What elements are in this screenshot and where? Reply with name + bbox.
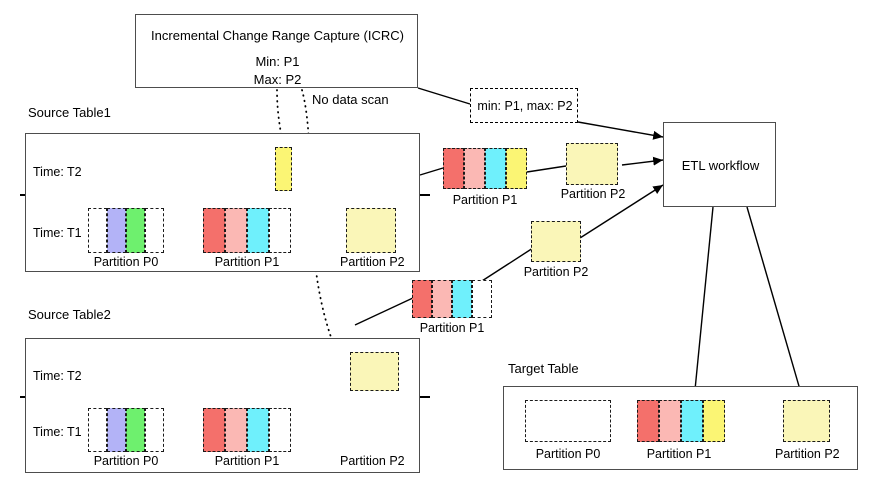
st1-t1-p1-cells [203, 208, 291, 253]
st1-t1-p2-label: Partition P2 [340, 255, 405, 269]
st2-t2-delta-cells [350, 352, 399, 391]
source-table1-label: Source Table1 [28, 105, 111, 120]
partition-cell [225, 408, 247, 452]
partition-cell [783, 400, 830, 442]
arrow-etl-to-target-p1 [690, 206, 714, 401]
st1-t1-p0-label: Partition P0 [93, 255, 159, 269]
partition-cell [485, 148, 506, 189]
mid-top-p1-label: Partition P1 [452, 193, 518, 207]
partition-cell [464, 148, 485, 189]
target-p2-label: Partition P2 [775, 447, 840, 461]
st2-time-t2-label: Time: T2 [33, 369, 82, 383]
etl-workflow-box[interactable]: ETL workflow [663, 122, 776, 207]
icrc-min: Min: P1 [255, 54, 300, 69]
arrow-note-to-etl [577, 121, 664, 140]
partition-cell [637, 400, 659, 442]
partition-cell [269, 408, 291, 452]
partition-cell [225, 208, 247, 253]
st1-t1-p0-cells [88, 208, 164, 253]
partition-cell [247, 408, 269, 452]
mid-bottom-p2-cells [531, 221, 581, 262]
target-p0-cells [525, 400, 611, 442]
arrow-etl-to-target-p2 [746, 206, 805, 401]
partition-cell [443, 148, 464, 189]
partition-cell [350, 352, 399, 391]
st1-time-t2-label: Time: T2 [33, 165, 82, 179]
link-icrc-to-note [417, 87, 471, 105]
mid-top-p1-cells [443, 148, 527, 189]
partition-cell [472, 280, 492, 318]
partition-cell [247, 208, 269, 253]
partition-cell [203, 208, 225, 253]
link-st2-to-mid-bottom-p1 [354, 296, 416, 326]
minmax-note-text: min: P1, max: P2 [477, 99, 573, 113]
partition-cell [126, 408, 145, 452]
no-data-scan-label: No data scan [312, 92, 389, 107]
partition-cell [203, 408, 225, 452]
partition-cell [531, 221, 581, 262]
partition-cell [269, 208, 291, 253]
partition-cell [107, 408, 126, 452]
partition-cell [412, 280, 432, 318]
mid-bottom-p1-cells [412, 280, 492, 318]
source-table2-label: Source Table2 [28, 307, 111, 322]
partition-cell [452, 280, 472, 318]
st2-t1-p0-cells [88, 408, 164, 452]
partition-cell [703, 400, 725, 442]
st2-t1-p1-cells [203, 408, 291, 452]
partition-cell [506, 148, 527, 189]
partition-cell [275, 147, 292, 191]
partition-cell [88, 408, 107, 452]
arrow-mid-p2-to-etl [621, 156, 664, 166]
partition-cell [525, 400, 611, 442]
mid-bottom-p1-label: Partition P1 [419, 321, 485, 335]
partition-cell [346, 208, 396, 253]
partition-cell [566, 143, 618, 185]
partition-cell [107, 208, 126, 253]
partition-cell [145, 408, 164, 452]
link-mid-p1-to-mid-p2 [526, 165, 567, 173]
partition-cell [145, 208, 164, 253]
st1-t1-p1-label: Partition P1 [214, 255, 280, 269]
partition-cell [659, 400, 681, 442]
st1-t2-delta-cells [275, 147, 292, 191]
target-p1-label: Partition P1 [646, 447, 712, 461]
icrc-title: Incremental Change Range Capture (ICRC) [151, 28, 404, 43]
icrc-max: Max: P2 [253, 72, 302, 87]
st2-time-t1-label: Time: T1 [33, 425, 82, 439]
icrc-box[interactable]: Incremental Change Range Capture (ICRC) … [135, 14, 418, 88]
st2-t1-p1-label: Partition P1 [214, 454, 280, 468]
partition-cell [88, 208, 107, 253]
mid-top-p2-cells [566, 143, 618, 185]
st1-t1-p2-cells [346, 208, 396, 253]
minmax-note-box: min: P1, max: P2 [470, 88, 578, 123]
partition-cell [432, 280, 452, 318]
st2-t1-p2-label: Partition P2 [340, 454, 405, 468]
partition-cell [681, 400, 703, 442]
mid-bottom-p2-label: Partition P2 [523, 265, 589, 279]
partition-cell [126, 208, 145, 253]
etl-workflow-label: ETL workflow [681, 158, 760, 173]
target-p1-cells [637, 400, 725, 442]
st1-time-t1-label: Time: T1 [33, 226, 82, 240]
link-st1-to-mid-p1 [419, 167, 444, 176]
target-p2-cells [783, 400, 830, 442]
target-p0-label: Partition P0 [535, 447, 601, 461]
mid-top-p2-label: Partition P2 [560, 187, 626, 201]
st2-t1-p0-label: Partition P0 [93, 454, 159, 468]
target-table-label: Target Table [508, 361, 579, 376]
